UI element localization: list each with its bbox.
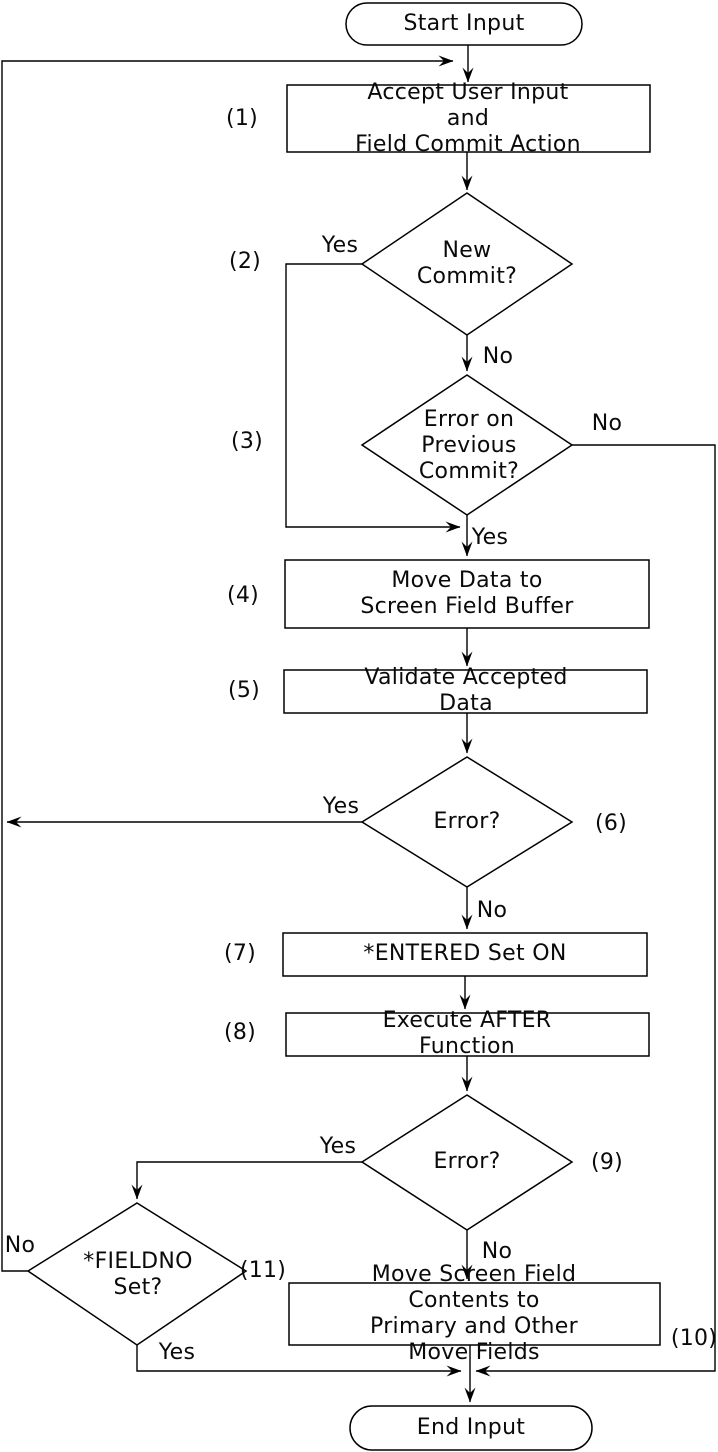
- node-label-start: Start Input: [403, 11, 525, 36]
- edge-errorprev-no: [475, 444, 716, 1377]
- node-label-move-data: Move Data to Screen Field Buffer: [360, 568, 574, 619]
- node-label-validate: Validate Accepted Data: [364, 665, 568, 716]
- edge-newcommit-yes: [285, 263, 461, 533]
- process-execute-after-shape: [285, 1012, 650, 1057]
- branch-label-error-validate-yes: Yes: [322, 794, 360, 819]
- step-number-5: (5): [227, 678, 261, 703]
- node-label-error-validate: Error?: [433, 809, 501, 834]
- node-label-error-after: Error?: [433, 1149, 501, 1174]
- node-label-move-contents: Move Screen Field Contents to Primary an…: [370, 1262, 578, 1365]
- step-number-3: (3): [230, 429, 264, 454]
- step-number-1: (1): [225, 106, 259, 131]
- node-label-new-commit: New Commit?: [416, 238, 518, 289]
- branch-label-fieldno-yes: Yes: [158, 1340, 196, 1365]
- process-move-data-shape: [284, 559, 650, 629]
- terminator-start-shape: [345, 2, 583, 46]
- step-number-8: (8): [223, 1020, 257, 1045]
- node-label-fieldno-set: *FIELDNO Set?: [83, 1249, 193, 1300]
- step-number-11: (11): [239, 1258, 287, 1283]
- node-label-error-prev: Error on Previous Commit?: [418, 407, 520, 484]
- branch-label-fieldno-no: No: [4, 1233, 36, 1258]
- branch-label-error-prev-no: No: [591, 411, 623, 436]
- decision-error-validate-shape: [360, 756, 574, 888]
- edge-fieldno-yes: [136, 1345, 462, 1377]
- node-label-end: End Input: [416, 1415, 526, 1440]
- node-label-accept-input: Accept User Input and Field Commit Actio…: [355, 80, 581, 157]
- decision-fieldno-set-shape: [26, 1202, 248, 1346]
- step-number-6: (6): [594, 811, 628, 836]
- step-number-9: (9): [590, 1150, 624, 1175]
- decision-error-after-shape: [360, 1094, 574, 1231]
- branch-label-new-commit-no: No: [482, 344, 514, 369]
- process-accept-input-shape: [286, 84, 651, 153]
- edge-errorafter-yes: [131, 1161, 362, 1200]
- branch-label-error-after-yes: Yes: [319, 1134, 357, 1159]
- branch-label-error-validate-no: No: [476, 898, 508, 923]
- edge-fieldno-no-restart-loop: [1, 55, 454, 1272]
- step-number-2: (2): [228, 249, 262, 274]
- step-number-7: (7): [223, 941, 257, 966]
- step-number-10: (10): [670, 1326, 718, 1351]
- step-number-4: (4): [226, 583, 260, 608]
- node-label-entered-set: *ENTERED Set ON: [363, 941, 567, 966]
- branch-label-new-commit-yes: Yes: [321, 233, 359, 258]
- branch-label-error-after-no: No: [481, 1239, 513, 1264]
- terminator-end-shape: [349, 1405, 593, 1451]
- process-move-contents-shape: [288, 1282, 661, 1346]
- decision-error-prev-commit-shape: [360, 374, 574, 516]
- process-entered-set-shape: [282, 932, 648, 977]
- node-label-execute-after: Execute AFTER Function: [382, 1008, 552, 1059]
- process-validate-shape: [283, 669, 648, 714]
- branch-label-error-prev-yes: Yes: [471, 525, 509, 550]
- decision-new-commit-shape: [360, 192, 574, 336]
